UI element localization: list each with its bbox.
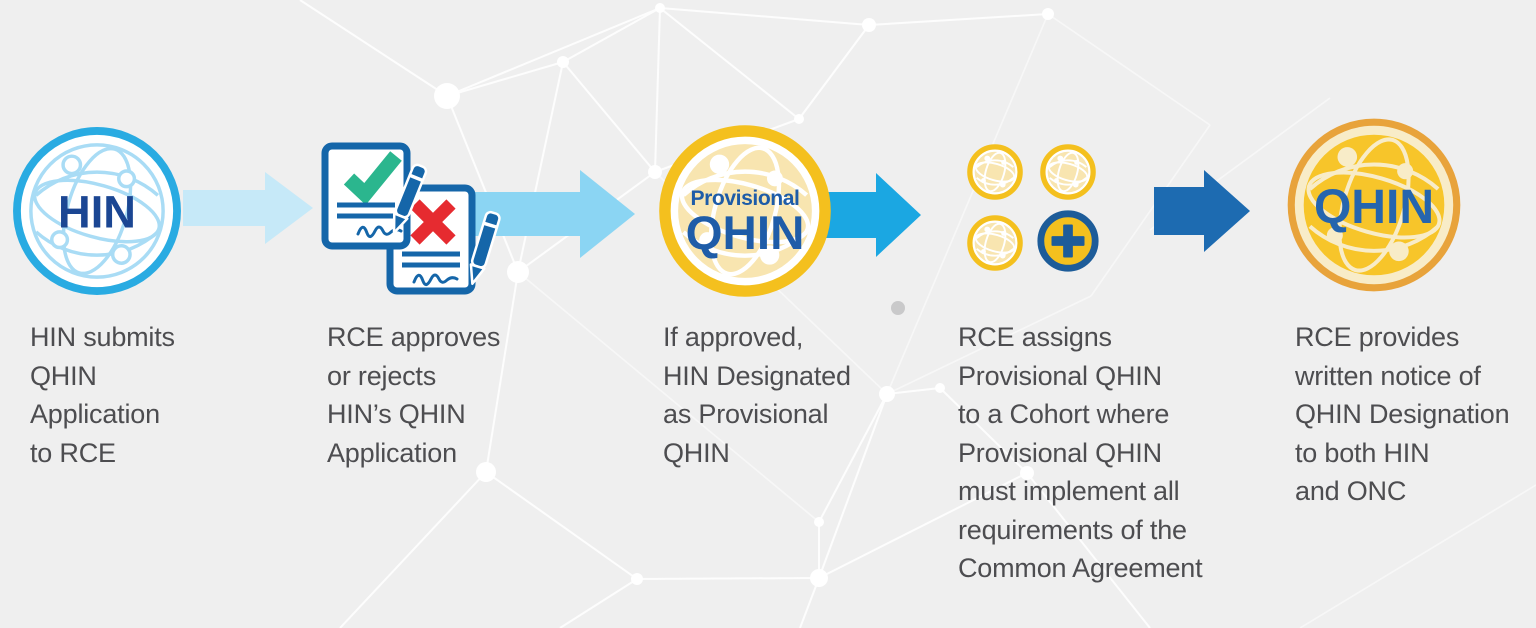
provisional-qhin-label: QHIN [686, 207, 805, 260]
caption-line: Application [30, 399, 160, 429]
flow-arrow-3 [824, 173, 921, 257]
step-1-caption: HIN submits QHIN Application to RCE [30, 318, 175, 472]
caption-line: QHIN [30, 360, 97, 391]
caption-line: RCE assigns [958, 322, 1112, 352]
cohort-globe-icon [967, 144, 1023, 200]
cohort-globe-icon [967, 215, 1023, 271]
x-icon [410, 199, 456, 245]
gray-dot [891, 301, 905, 315]
caption-line: to RCE [30, 437, 116, 468]
caption-line: written notice of [1295, 360, 1481, 391]
caption-line: Provisional QHIN [958, 360, 1162, 391]
qhin-globe-icon: QHIN [1287, 118, 1461, 292]
caption-line: or rejects [327, 360, 437, 391]
caption-line: Provisional QHIN [958, 437, 1162, 468]
pen-icon [392, 163, 428, 235]
qhin-label: QHIN [1314, 180, 1434, 234]
flow-arrow-4 [1154, 170, 1250, 252]
caption-line: requirements of the [958, 514, 1187, 545]
caption-line: HIN’s QHIN [327, 399, 466, 429]
caption-line: QHIN Designation [1295, 399, 1510, 429]
caption-line: must implement all [958, 476, 1180, 506]
caption-line: RCE provides [1295, 322, 1460, 352]
caption-line: If approved, [663, 322, 804, 352]
documents-approve-reject-icon [321, 142, 501, 295]
provisional-label: Provisional [691, 187, 800, 210]
step-2-caption: RCE approves or rejects HIN’s QHIN Appli… [327, 318, 500, 472]
cohort-globe-icon [1040, 144, 1096, 200]
flow-arrow-1 [183, 172, 313, 244]
approved-document [321, 142, 428, 250]
caption-line: Common Agreement [958, 553, 1203, 583]
step-4-caption: RCE assigns Provisional QHIN to a Cohort… [958, 318, 1203, 588]
caption-line: to a Cohort where [958, 399, 1170, 429]
step-3-caption: If approved, HIN Designated as Provision… [663, 318, 851, 472]
hin-globe-icon: HIN [13, 127, 181, 295]
caption-line: to both HIN [1295, 437, 1430, 468]
step-5-caption: RCE provides written notice of QHIN Desi… [1295, 318, 1510, 511]
provisional-qhin-globe-icon: Provisional QHIN [659, 125, 831, 297]
caption-line: and ONC [1295, 476, 1407, 506]
caption-line: HIN submits [30, 322, 175, 352]
pen-icon [469, 210, 501, 286]
plus-icon [1037, 210, 1099, 272]
check-icon [343, 151, 402, 205]
caption-line: Application [327, 437, 457, 468]
caption-line: QHIN [663, 437, 730, 468]
hin-label: HIN [58, 187, 136, 238]
flow-arrow-2 [458, 170, 635, 258]
caption-line: RCE approves [327, 322, 501, 352]
caption-line: HIN Designated [663, 360, 851, 391]
caption-line: as Provisional [663, 399, 829, 429]
